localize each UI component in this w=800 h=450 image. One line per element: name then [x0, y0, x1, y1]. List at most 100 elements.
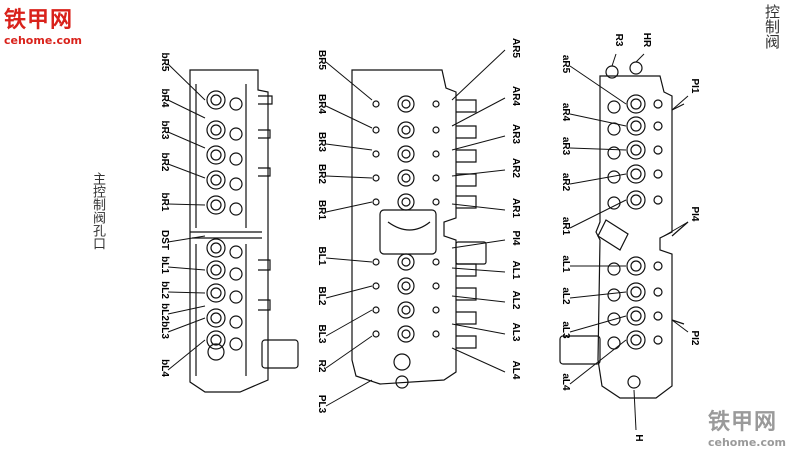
center-bolt-right	[432, 330, 440, 338]
right-aux-port	[607, 262, 621, 276]
center-port-main	[397, 145, 415, 163]
leader-center-right-5	[451, 239, 506, 249]
right-bolt	[653, 169, 663, 179]
right-port-outer	[626, 190, 646, 210]
leader-center-right-7	[451, 295, 506, 303]
left-valve-inner-lines	[195, 84, 247, 376]
left-port-outer	[206, 308, 226, 328]
label-right-left-6: aL2	[560, 287, 571, 305]
right-bolt	[653, 335, 663, 345]
center-port-main-inner	[401, 257, 411, 267]
left-port-inner	[210, 174, 222, 186]
label-right-left-2: aR3	[560, 137, 571, 156]
leader-center-right-6	[451, 267, 506, 273]
watermark-bottom-url: cehome.com	[708, 436, 787, 449]
label-right-left-1: aR4	[560, 103, 571, 122]
label-right-right-2: PI2	[689, 330, 700, 345]
label-left-7: bL2	[159, 281, 170, 299]
left-port-outer	[206, 330, 226, 350]
leader-right-left-6	[569, 291, 627, 299]
right-port-outer	[626, 116, 646, 136]
center-bolt-right	[432, 100, 440, 108]
center-port-main-inner	[401, 125, 411, 135]
right-valve-side-block	[559, 335, 601, 365]
left-port-outer	[206, 120, 226, 140]
right-port-outer	[626, 330, 646, 350]
leader-right-left-0	[569, 65, 627, 105]
right-port-outer	[626, 282, 646, 302]
center-bolt-right	[432, 306, 440, 314]
leader-right-right-0	[671, 95, 689, 111]
leader-center-left-9	[325, 379, 373, 407]
center-port-bottom	[393, 353, 411, 371]
left-port-outer	[206, 195, 226, 215]
center-port-main	[397, 95, 415, 113]
label-center-left-6: BL2	[316, 287, 327, 306]
right-port-inner	[630, 98, 642, 110]
watermark-bottom: 铁甲网 cehome.com	[708, 404, 786, 449]
center-bolt-right	[432, 150, 440, 158]
left-port-bottom	[207, 343, 225, 361]
center-bolt-left	[372, 330, 380, 338]
right-valve-side-pins	[671, 103, 689, 325]
label-center-left-9: PL3	[316, 395, 327, 414]
leader-center-right-4	[451, 203, 506, 211]
label-right-left-3: aR2	[560, 173, 571, 192]
leader-center-right-9	[451, 347, 506, 373]
label-right-left-7: aL3	[560, 321, 571, 339]
center-port-pl3	[395, 375, 409, 389]
leader-center-right-3	[451, 169, 506, 177]
center-bolt-right	[432, 126, 440, 134]
center-port-main-inner	[401, 329, 411, 339]
label-center-right-3: AR2	[510, 158, 521, 178]
label-center-left-0: BR5	[316, 50, 327, 70]
leader-right-left-3	[569, 173, 627, 185]
left-valve-side-block	[261, 339, 299, 369]
center-bolt-right	[432, 282, 440, 290]
leader-center-right-2	[451, 135, 506, 151]
label-left-10: bL4	[159, 359, 170, 377]
label-center-right-4: AR1	[510, 198, 521, 218]
right-port-inner	[630, 120, 642, 132]
label-right-left-4: aR1	[560, 217, 571, 236]
center-valve-window-curve	[387, 221, 431, 231]
right-port-outer	[626, 140, 646, 160]
center-valve-window	[379, 209, 437, 255]
left-port-inner	[210, 242, 222, 254]
right-port-outer	[626, 94, 646, 114]
right-aux-port	[607, 146, 621, 160]
leader-center-left-1	[325, 105, 373, 129]
leader-left-6	[167, 266, 206, 271]
center-port-main-inner	[401, 197, 411, 207]
label-center-left-3: BR2	[316, 164, 327, 184]
label-center-right-0: AR5	[510, 38, 521, 58]
left-port-inner	[210, 199, 222, 211]
left-port-outer	[206, 260, 226, 280]
leader-left-5	[167, 235, 206, 243]
center-bolt-right	[432, 198, 440, 206]
right-bolt	[653, 99, 663, 109]
right-aux-port	[607, 336, 621, 350]
label-center-right-9: AL4	[510, 361, 521, 380]
right-port-inner	[630, 144, 642, 156]
left-aux-port	[229, 267, 243, 281]
leader-left-1	[167, 99, 206, 119]
title-control-valve: 控制阀	[763, 4, 781, 49]
center-port-main	[397, 169, 415, 187]
label-left-8: bL2	[159, 303, 170, 321]
left-port-outer	[206, 145, 226, 165]
leader-center-right-8	[451, 323, 506, 335]
leader-lines	[167, 49, 689, 431]
left-aux-port	[229, 152, 243, 166]
leader-left-10	[167, 339, 206, 371]
leader-center-left-4	[325, 201, 373, 213]
center-valve-right-spools-top	[456, 99, 477, 209]
right-port-outer	[626, 256, 646, 276]
label-center-left-5: BL1	[316, 247, 327, 266]
left-valve-outline	[189, 69, 269, 393]
label-right-top-0: R3	[613, 34, 624, 47]
right-bolt	[653, 145, 663, 155]
center-bolt-left	[372, 198, 380, 206]
left-port-outer	[206, 90, 226, 110]
right-aux-port	[607, 288, 621, 302]
